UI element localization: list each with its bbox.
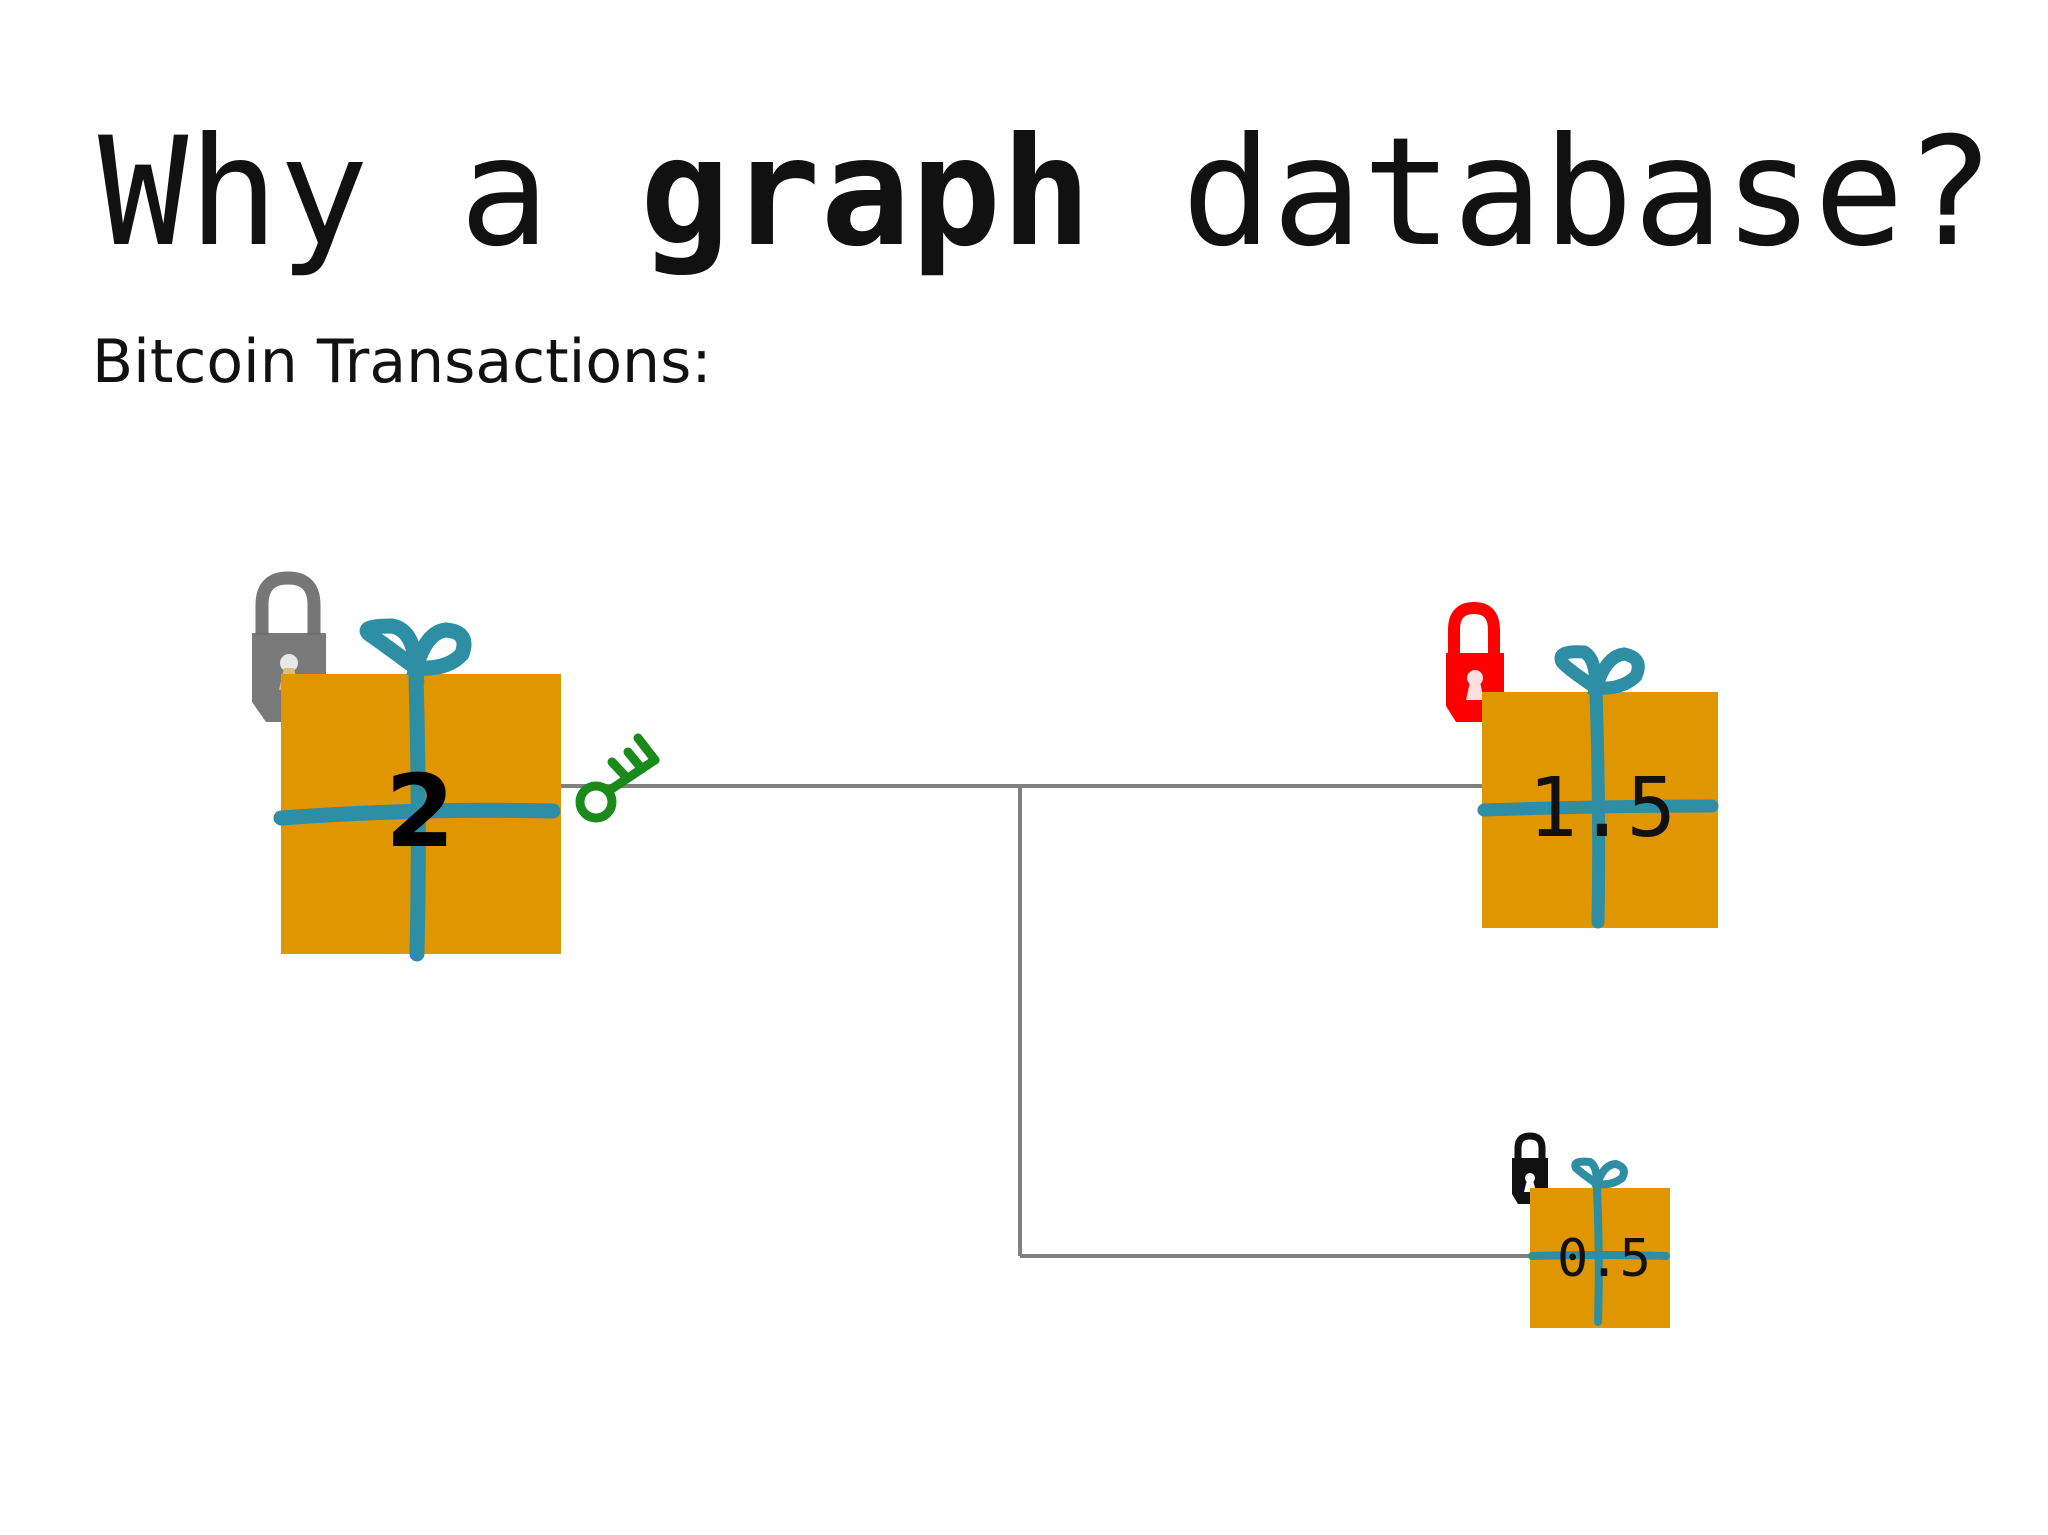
gift-amount: 2 <box>385 753 455 870</box>
ribbon <box>1477 645 1719 929</box>
padlock-icon <box>1512 1132 1548 1204</box>
gift-amount: 1.5 <box>1528 761 1676 856</box>
gift-amount: 0.5 <box>1557 1229 1651 1289</box>
connector-lines <box>560 784 1530 1258</box>
title-emphasis: graph <box>639 106 1092 280</box>
title-pre: Why a <box>98 106 640 280</box>
key-icon <box>575 733 660 823</box>
gift-input: 2 <box>252 571 561 962</box>
gift-output-large: 1.5 <box>1446 601 1719 929</box>
page-title: Why a graph database? <box>98 118 1994 268</box>
title-post: database? <box>1091 106 1995 280</box>
subtitle: Bitcoin Transactions: <box>92 327 712 397</box>
ribbon <box>1528 1157 1670 1326</box>
gift-output-small: 0.5 <box>1512 1132 1670 1328</box>
ribbon <box>273 618 561 962</box>
